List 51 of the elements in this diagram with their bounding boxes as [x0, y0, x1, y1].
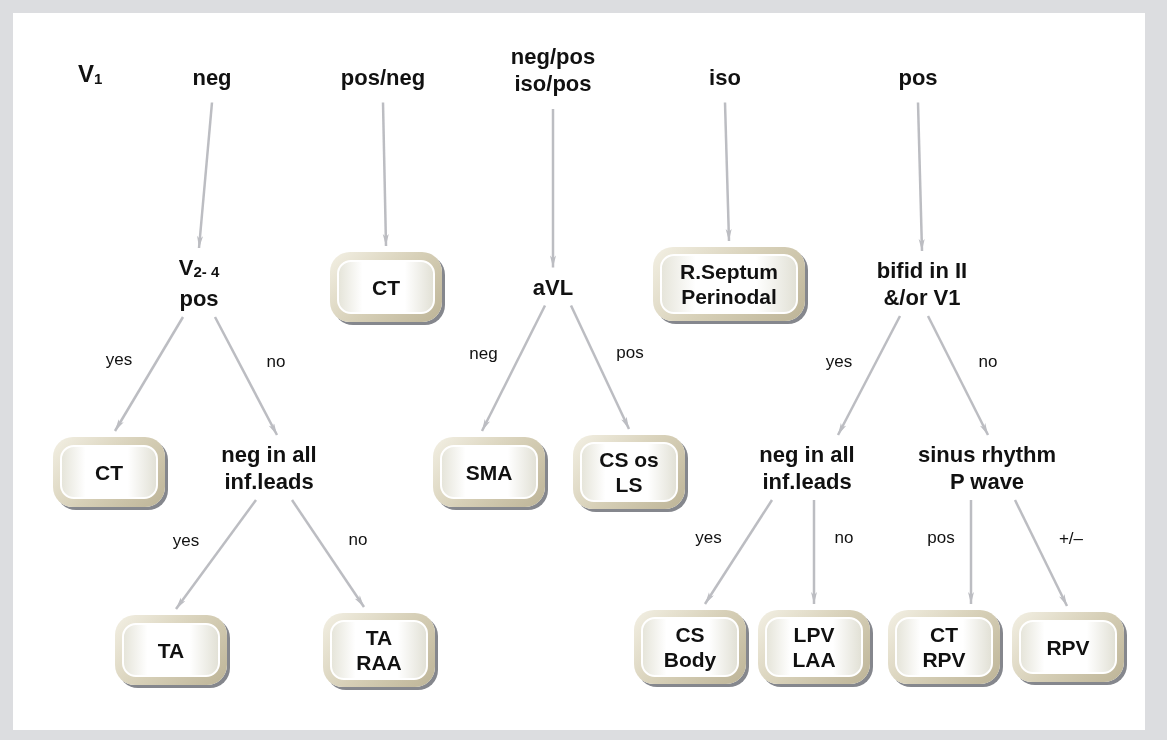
box-label: LPV LAA [765, 617, 863, 677]
rounded-box [573, 435, 685, 509]
box-label: SMA [440, 445, 538, 499]
arrow [968, 500, 974, 604]
rounded-box [115, 615, 227, 685]
box-label: CS os LS [580, 442, 678, 502]
box-label: CT RPV [895, 617, 993, 677]
question-text: neg in all inf.leads [758, 441, 856, 495]
question-text: neg/pos iso/pos [509, 43, 597, 97]
rounded-box [330, 252, 442, 322]
lead-label: V$_{1}$ [78, 60, 103, 88]
box-label: RPV [1019, 620, 1117, 674]
rounded-box [53, 437, 165, 507]
rounded-box [323, 613, 435, 687]
arrow [197, 102, 214, 249]
arrow [926, 315, 990, 436]
arrow [290, 499, 366, 608]
arrow [811, 500, 817, 604]
question-text: sinus rhythm P wave [916, 441, 1058, 495]
box-label: CT [60, 445, 158, 499]
rounded-box [1012, 612, 1124, 682]
arrow [175, 499, 257, 610]
rounded-box [888, 610, 1000, 684]
arrow [381, 102, 389, 247]
arrow [480, 304, 547, 432]
arrow [213, 316, 279, 436]
question-text: V$_{2- 4}$ pos [177, 254, 221, 312]
arrow [703, 499, 774, 605]
question-text: bifid in II &/or V1 [875, 257, 969, 311]
question-text: neg in all inf.leads [220, 441, 318, 495]
arrow [836, 315, 902, 436]
question-text: iso [708, 63, 742, 91]
question-text: pos/neg [339, 63, 427, 91]
arrow [550, 109, 556, 268]
rounded-box [653, 247, 805, 321]
arrow [569, 304, 631, 430]
rounded-box [758, 610, 870, 684]
box-label: TA RAA [330, 620, 428, 680]
box-label: CS Body [641, 617, 739, 677]
box-label: CT [337, 260, 435, 314]
box-label: R.Septum Perinodal [660, 254, 798, 314]
rounded-box [634, 610, 746, 684]
question-text: neg [191, 63, 233, 91]
arrow [1013, 499, 1069, 607]
question-text: aVL [531, 273, 575, 301]
arrow [723, 102, 732, 242]
arrow [916, 102, 925, 252]
rounded-box [433, 437, 545, 507]
box-label: TA [122, 623, 220, 677]
question-text: pos [897, 63, 939, 91]
arrow [113, 316, 185, 432]
